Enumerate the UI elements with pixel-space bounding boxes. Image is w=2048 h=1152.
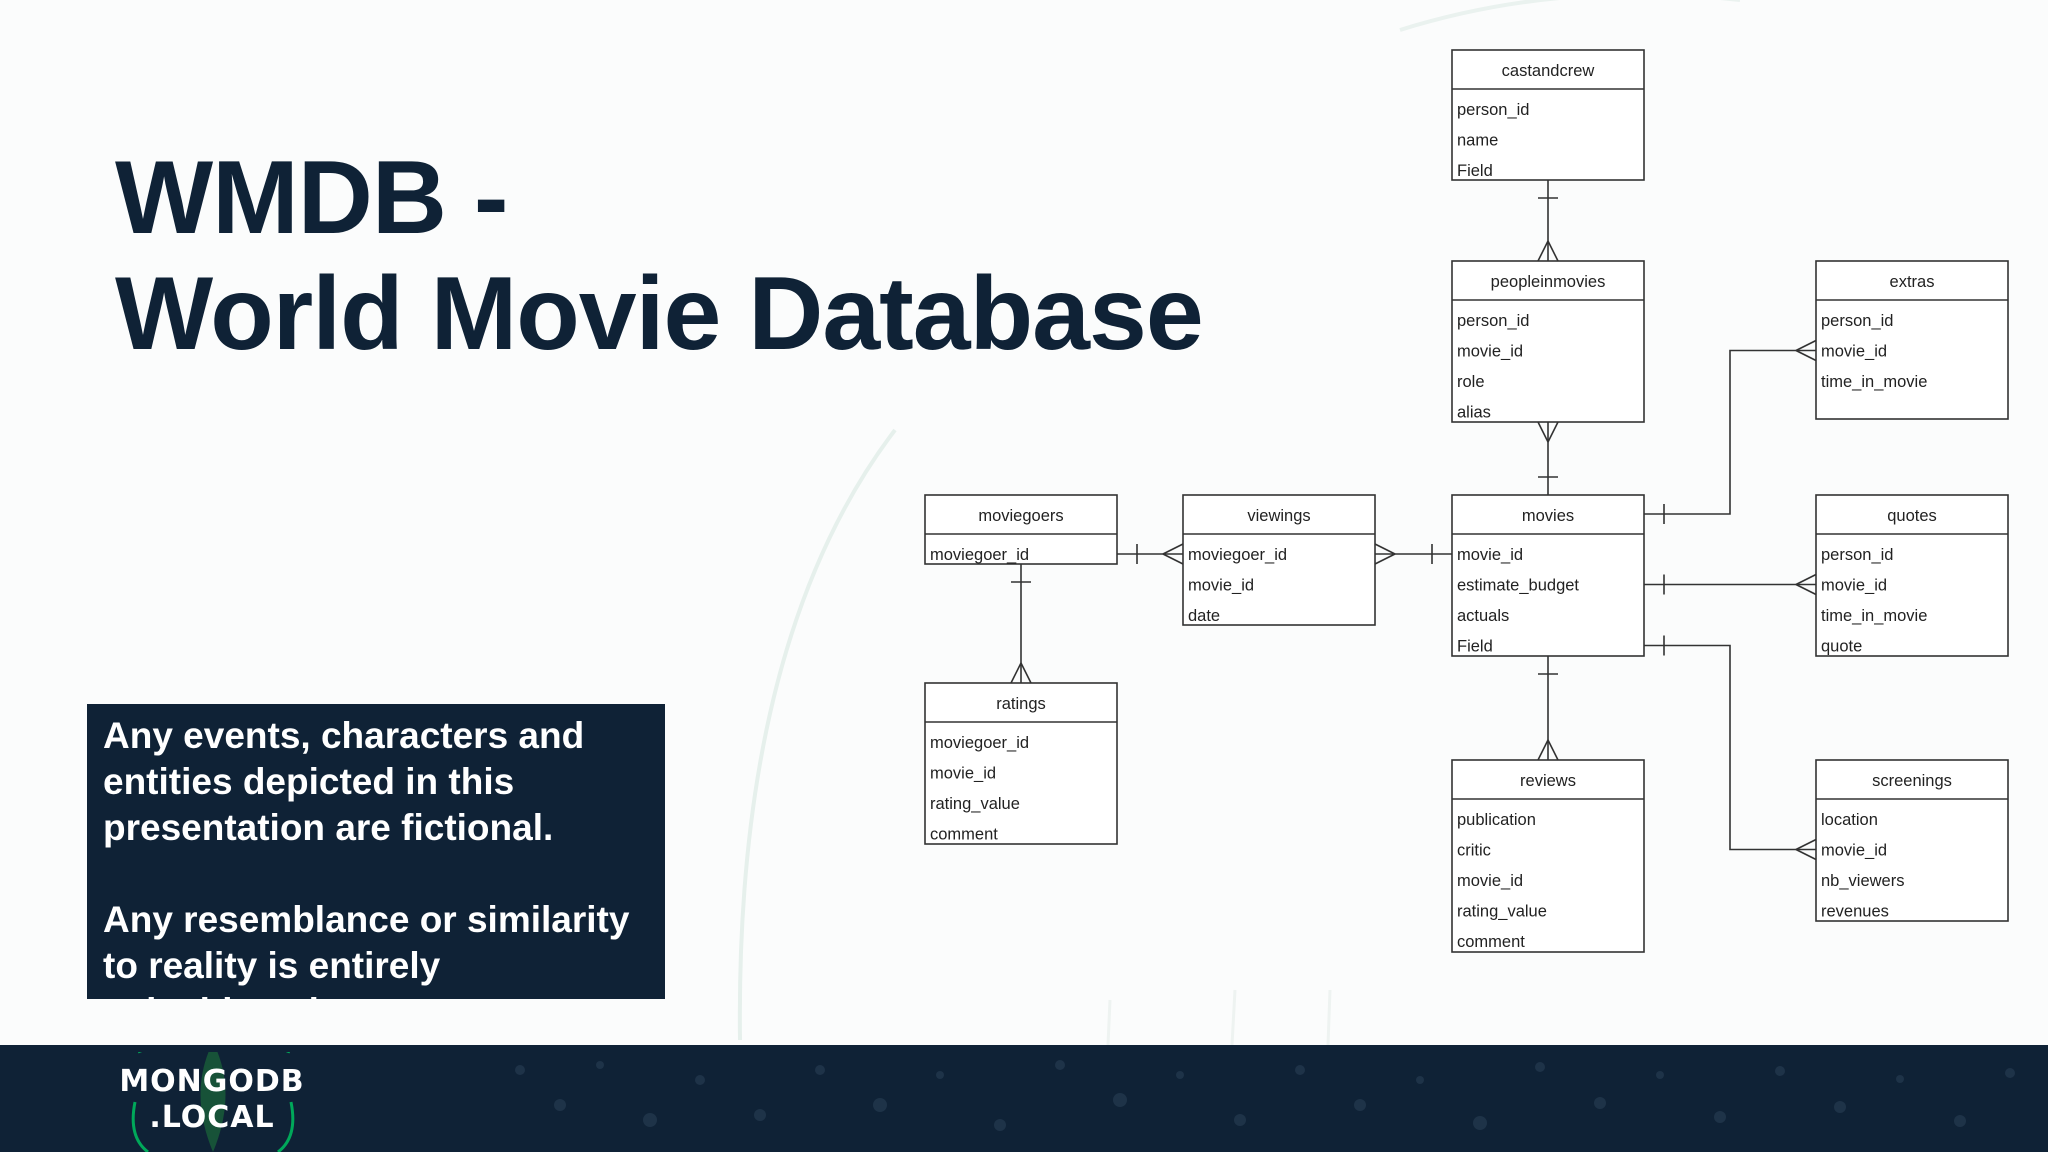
- table-screenings: screenings location movie_id nb_viewersreve…: [1815, 759, 2009, 922]
- table-field: quote: [1821, 638, 1862, 656]
- table-field: person_id: [1457, 101, 1529, 119]
- title-line-1: WMDB -: [115, 140, 509, 256]
- table-name: extras: [1890, 273, 1935, 291]
- er-diagram: castandcrewperson_idnameFieldpeopleinmov…: [924, 49, 2009, 953]
- table-field: movie_id: [1457, 343, 1523, 361]
- table-field: time_in_movie: [1821, 607, 1927, 625]
- table-box: [924, 494, 1118, 565]
- table-field: movie_id: [1457, 546, 1523, 564]
- table-box: [1815, 260, 2009, 420]
- disclaimer-paragraph-1: Any events, characters and entities depi…: [103, 715, 585, 848]
- relationship-movies-quotes: [1644, 573, 1817, 596]
- table-quotes: quotes person_id movie_id time_in_moviequot…: [1815, 494, 2009, 657]
- table-field: estimate_budget: [1457, 577, 1579, 595]
- table-name: quotes: [1887, 507, 1937, 525]
- disclaimer-box: Any events, characters and entities depi…: [87, 704, 665, 999]
- table-field: moviegoer_id: [930, 546, 1029, 564]
- table-name: castandcrew: [1502, 62, 1595, 80]
- table-box: [1451, 759, 1645, 953]
- table-field: critic: [1457, 842, 1491, 860]
- table-field: role: [1457, 373, 1485, 391]
- table-field: person_id: [1821, 546, 1893, 564]
- slide-title: WMDB - World Movie Database: [115, 140, 1204, 372]
- table-box: [1451, 49, 1645, 181]
- relationship-movies-reviews: [1537, 656, 1559, 761]
- table-moviegoers: moviegoers moviegoer_id: [924, 494, 1118, 565]
- table-field: movie_id: [930, 765, 996, 783]
- table-field: date: [1188, 607, 1220, 625]
- disclaimer-paragraph-2: Any resemblance or similarity to reality…: [103, 899, 630, 999]
- table-field: Field: [1457, 638, 1493, 656]
- relationship-movies-viewings: [1374, 543, 1452, 565]
- title-line-2: World Movie Database: [115, 256, 1204, 372]
- table-field: revenues: [1821, 903, 1889, 921]
- table-extras: extras person_id movie_id time_in_movie: [1815, 260, 2009, 420]
- table-box: [1815, 759, 2009, 922]
- table-field: movie_id: [1821, 343, 1887, 361]
- relationship-castandcrew-peopleinmovies: [1537, 180, 1559, 262]
- relationship-movies-screenings: [1644, 635, 1817, 861]
- table-field: actuals: [1457, 607, 1509, 625]
- logo-line-2: .LOCAL: [149, 1100, 275, 1135]
- table-field: nb_viewers: [1821, 872, 1904, 890]
- table-field: Field: [1457, 162, 1493, 180]
- table-name: reviews: [1520, 772, 1576, 790]
- table-field: comment: [930, 826, 998, 844]
- table-field: time_in_movie: [1821, 373, 1927, 391]
- relationship-movies-peopleinmovies: [1537, 421, 1559, 495]
- table-box: [1182, 494, 1376, 626]
- table-name: peopleinmovies: [1491, 273, 1606, 291]
- table-field: movie_id: [1821, 577, 1887, 595]
- table-name: moviegoers: [978, 507, 1063, 525]
- table-field: rating_value: [930, 795, 1020, 813]
- table-field: rating_value: [1457, 903, 1547, 921]
- table-ratings: ratings moviegoer_id movie_id rating_valuec…: [924, 682, 1118, 845]
- table-field: person_id: [1821, 312, 1893, 330]
- mongodb-leaf-logo: [131, 1052, 295, 1152]
- table-field: movie_id: [1188, 577, 1254, 595]
- table-field: alias: [1457, 404, 1491, 422]
- relationship-moviegoers-viewings: [1117, 543, 1184, 565]
- table-field: name: [1457, 132, 1498, 150]
- relationship-moviegoers-ratings: [1010, 564, 1032, 684]
- table-box: [924, 682, 1118, 845]
- table-name: ratings: [996, 695, 1046, 713]
- table-field: movie_id: [1457, 872, 1523, 890]
- table-name: screenings: [1872, 772, 1952, 790]
- table-box: [1451, 494, 1645, 657]
- table-box: [1815, 494, 2009, 657]
- logo-line-1: MONGODB: [119, 1064, 305, 1099]
- table-name: movies: [1522, 507, 1574, 525]
- table-reviews: reviews publication critic movie_id rating_v…: [1451, 759, 1645, 953]
- table-field: moviegoer_id: [930, 734, 1029, 752]
- relationship-movies-extras: [1644, 339, 1817, 524]
- table-field: person_id: [1457, 312, 1529, 330]
- table-movies: movies movie_id estimate_budgetactualsFiel…: [1451, 494, 1645, 657]
- footer-bar: [0, 1045, 2048, 1152]
- table-field: publication: [1457, 811, 1536, 829]
- table-field: moviegoer_id: [1188, 546, 1287, 564]
- table-field: location: [1821, 811, 1878, 829]
- mongodb-local-logo-text: MONGODB .LOCAL: [112, 1064, 312, 1136]
- table-field: comment: [1457, 933, 1525, 951]
- table-field: movie_id: [1821, 842, 1887, 860]
- table-name: viewings: [1247, 507, 1310, 525]
- footer-dot-pattern: [515, 1060, 2015, 1131]
